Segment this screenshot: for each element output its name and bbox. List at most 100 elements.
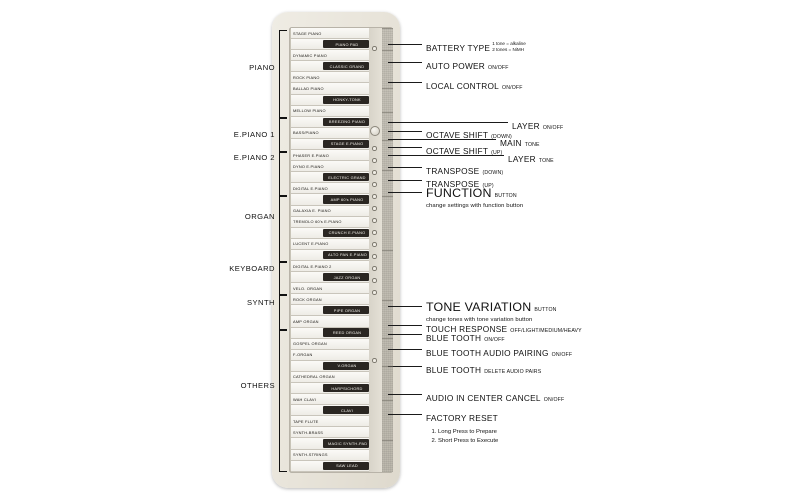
tone-label: DYNO E.PIANO — [293, 163, 324, 169]
tone-label: CLASSIC GRAND — [323, 62, 369, 71]
callout-title: FACTORY RESET — [426, 413, 498, 423]
tone-row: TREMOLO 60's E.PIANO — [291, 216, 369, 228]
led-indicator[interactable] — [372, 254, 377, 259]
led-indicator[interactable] — [372, 158, 377, 163]
callout-title: TONE VARIATION — [426, 300, 532, 314]
tone-label: ELECTRIC GRAND — [323, 173, 369, 182]
led-indicator[interactable] — [372, 290, 377, 295]
tone-label: STAGE PIANO — [293, 30, 322, 36]
tone-label: AMP 60's PIANO — [323, 195, 369, 204]
led-indicator[interactable] — [372, 242, 377, 247]
callout-title: MAIN — [500, 138, 522, 148]
led-indicator[interactable] — [372, 266, 377, 271]
tone-row: TAPE FLUTE — [291, 416, 369, 428]
callout-subtitle: BUTTON — [534, 307, 557, 313]
callout-leader-line — [388, 131, 422, 132]
led-indicator[interactable] — [372, 358, 377, 363]
callout-subtitle: ON/OFF — [543, 397, 565, 403]
led-indicator[interactable] — [372, 278, 377, 283]
tone-variation-row: AMP 60's PIANO — [291, 194, 369, 206]
panel-divider — [382, 196, 393, 197]
led-indicator[interactable] — [372, 170, 377, 175]
callout-title: AUDIO IN CENTER CANCEL — [426, 393, 541, 403]
category-bracket — [279, 262, 287, 296]
panel-divider — [382, 28, 393, 29]
category-label-e-piano-1: E.PIANO 1 — [233, 130, 275, 139]
tone-label: ROCK ORGAN — [293, 296, 322, 302]
callout-leader-line — [388, 325, 422, 326]
category-bracket — [279, 330, 287, 472]
tone-row: GOSPEL ORGAN — [291, 338, 369, 350]
led-indicator[interactable] — [372, 206, 377, 211]
panel-divider — [382, 366, 393, 367]
callout-subtitle: TONE — [538, 158, 554, 164]
tone-row: PHASER E.PIANO — [291, 150, 369, 162]
callout-subtitle: ON/OFF — [542, 125, 564, 131]
tone-label: SAW LEAD — [323, 461, 369, 470]
category-bracket — [279, 295, 287, 331]
tone-label: WAH CLAVI — [293, 396, 316, 402]
tone-variation-row: BREEZING PIANO — [291, 116, 369, 128]
callout-leader-line — [388, 139, 496, 140]
tone-label: STAGE E.PIANO — [323, 139, 369, 149]
tone-variation-row: HONKY-TONK — [291, 94, 369, 106]
tone-row: VELO. ORGAN — [291, 283, 369, 295]
callout-note-line: 1 tone = alkaline — [492, 41, 526, 47]
callout-step: Long Press to Prepare — [438, 428, 498, 437]
led-indicator[interactable] — [372, 46, 377, 51]
callout-leader-line — [388, 366, 422, 367]
tone-label: MELLOW PIANO — [293, 108, 326, 114]
tone-label: HARPSICHORD — [323, 383, 369, 393]
led-indicator[interactable] — [372, 146, 377, 151]
tone-variation-row: REED ORGAN — [291, 327, 369, 339]
tone-row: AMP ORGAN — [291, 316, 369, 328]
tone-label: VELO. ORGAN — [293, 285, 323, 291]
callout-title: BATTERY TYPE — [426, 43, 491, 53]
tone-variation-row: JAZZ ORGAN — [291, 272, 369, 284]
callout-title: OCTAVE SHIFT — [426, 146, 489, 156]
tone-label: TAPE FLUTE — [293, 418, 319, 424]
category-label-e-piano-2: E.PIANO 2 — [233, 153, 275, 162]
callout-description: change settings with function button — [426, 202, 524, 209]
tone-row: WAH CLAVI — [291, 394, 369, 406]
tone-variation-row: SAW LEAD — [291, 460, 369, 472]
function-button[interactable] — [370, 126, 381, 136]
callout-octave-shift-up: OCTAVE SHIFT(UP) — [426, 142, 502, 159]
led-indicator-strip[interactable] — [369, 28, 383, 472]
category-label-synth: SYNTH — [247, 298, 275, 307]
tone-row: MELLOW PIANO — [291, 105, 369, 117]
callout-title: TOUCH RESPONSE — [426, 324, 508, 334]
tone-variation-row: HARPSICHORD — [291, 383, 369, 395]
callout-subtitle: (DOWN) — [482, 170, 504, 176]
callout-title: BLUE TOOTH — [426, 365, 482, 375]
led-indicator[interactable] — [372, 230, 377, 235]
callout-subtitle: BUTTON — [494, 193, 517, 199]
callout-transpose-up: TRANSPOSE(UP) — [426, 175, 494, 192]
tone-label: GALAXIA E. PIANO — [293, 208, 331, 214]
led-indicator[interactable] — [372, 194, 377, 199]
panel-divider — [382, 400, 393, 401]
tone-label: CATHEDRAL ORGAN — [293, 374, 335, 380]
tone-row: BALLAD PIANO — [291, 83, 369, 95]
tone-label: CRUNCH E.PIANO — [323, 228, 369, 237]
callout-leader-line — [388, 147, 422, 148]
callout-subtitle: (DOWN) — [491, 134, 512, 140]
panel-divider — [382, 338, 393, 339]
tone-label: DIGITAL E.PIANO — [293, 185, 328, 191]
led-indicator[interactable] — [372, 182, 377, 187]
tone-variation-row: CLAVI — [291, 405, 369, 417]
tone-label: PIPE ORGAN — [323, 306, 369, 315]
led-indicator[interactable] — [372, 218, 377, 223]
tone-label: CLAVI — [323, 406, 369, 415]
tone-variation-row: V.ORGAN — [291, 360, 369, 372]
tone-label: PIANO PAD — [323, 40, 369, 49]
callout-note-line: 2 tones = NiMH — [492, 46, 524, 52]
